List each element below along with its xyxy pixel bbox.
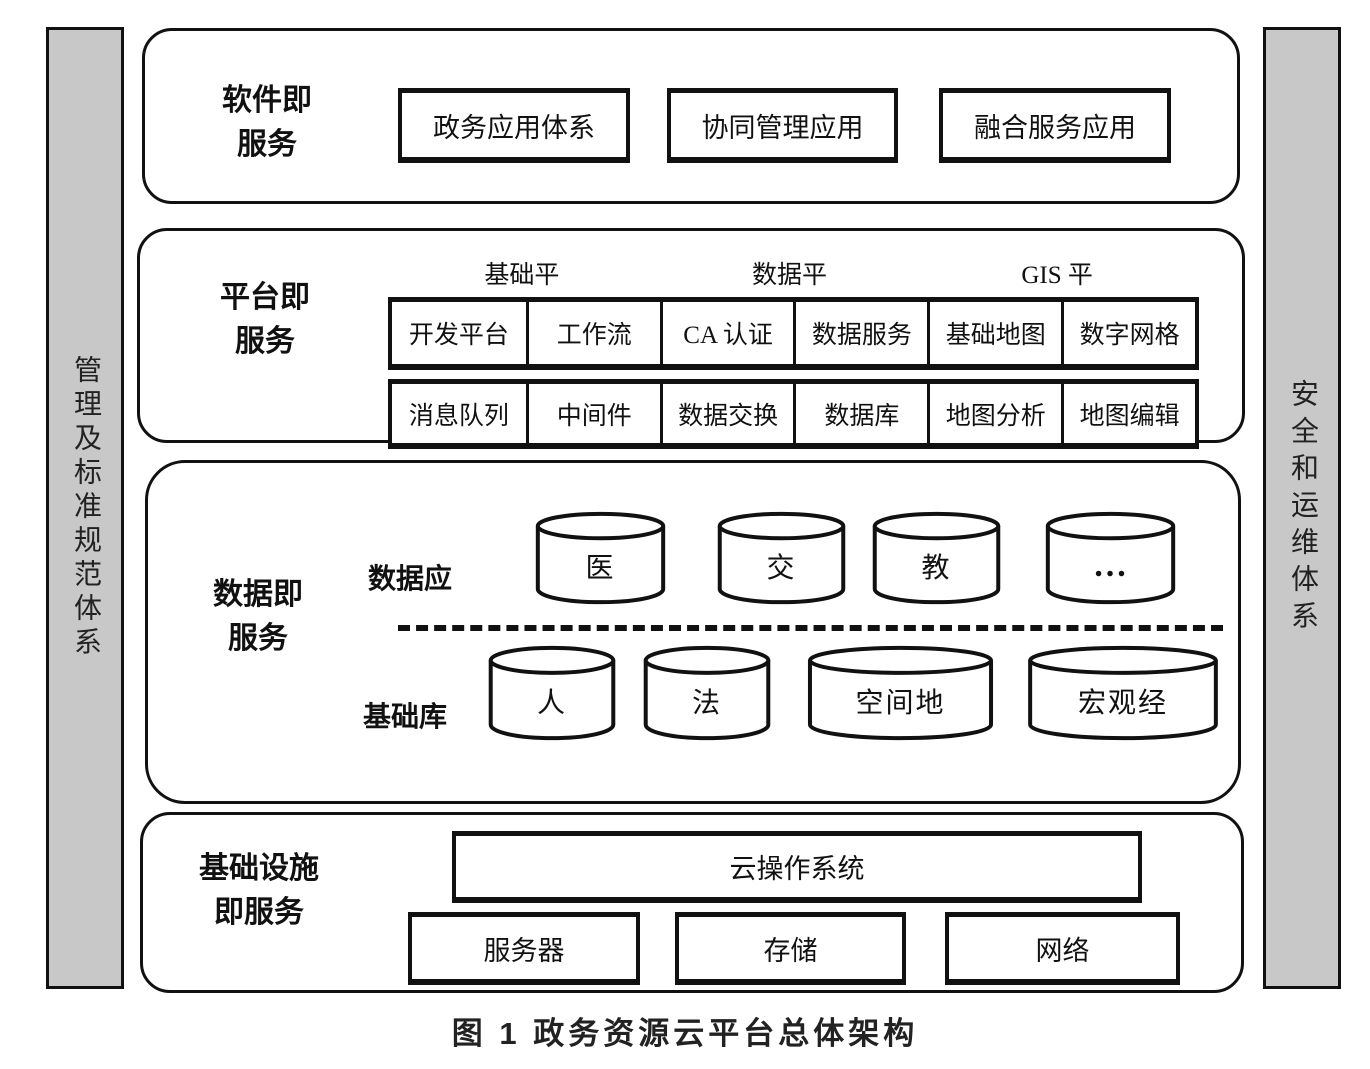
paas-cell-data-service: 数据服务 (793, 302, 927, 364)
database-cylinder-label: 医 (585, 553, 616, 584)
paas-grid-row1: 开发平台 工作流 CA 认证 数据服务 基础地图 数字网格 (388, 297, 1199, 370)
paas-cell-dev-platform: 开发平台 (408, 322, 509, 349)
database-cylinder-icon (803, 645, 998, 741)
paas-cell-digital-grid: 数字网格 (1061, 302, 1195, 364)
database-cylinder-population: 人 (486, 645, 618, 741)
paas-cell-map-analysis: 地图分析 (927, 384, 1061, 443)
iaas-box-server: 服务器 (408, 912, 640, 985)
paas-cell-database: 数据库 (793, 384, 927, 443)
daas-application-db-label: 数据应 (368, 564, 453, 595)
iaas-title: 基础设施 即服务 (199, 852, 319, 929)
database-cylinder-label: 宏观经 (1077, 688, 1168, 719)
paas-cell-message-queue: 消息队列 (408, 402, 509, 430)
management-standards-bar: 管理及标准规范体系 (46, 27, 124, 989)
database-cylinder-icon (533, 511, 668, 605)
database-cylinder-label: 人 (536, 688, 567, 719)
dashed-divider (398, 625, 1223, 631)
database-cylinder-transport: 交 (715, 511, 848, 605)
daas-section: 数据即 服务 数据应 医 交 教 (145, 460, 1241, 804)
paas-header-basic-platform: 基础平 (484, 262, 560, 289)
database-cylinder-label: 教 (921, 553, 952, 584)
database-cylinder-icon (715, 511, 848, 605)
paas-section: 平台即 服务 基础平 数据平 GIS 平 开发平台 工作流 CA 认证 数据服务… (137, 228, 1245, 449)
paas-title: 平台即 服务 (220, 281, 310, 358)
iaas-box-cloud-os: 云操作系统 (452, 831, 1142, 903)
paas-header-gis-platform: GIS 平 (1021, 262, 1093, 289)
saas-section: 软件即 服务 政务应用体系 协同管理应用 融合服务应用 (142, 28, 1240, 204)
daas-base-db-label: 基础库 (363, 702, 448, 733)
database-cylinder-macro-economy: 宏观经 (1023, 645, 1223, 741)
database-cylinder-icon (1023, 645, 1223, 741)
figure-caption: 图 1 政务资源云平台总体架构 (451, 1016, 919, 1051)
saas-box-converged-apps: 融合服务应用 (939, 88, 1171, 163)
paas-cell-ca-auth: CA 认证 (659, 302, 794, 364)
paas-cell-map-editing: 地图编辑 (1061, 384, 1195, 443)
database-cylinder-education: 教 (870, 511, 1003, 605)
security-operations-label: 安全和运维体系 (1287, 378, 1318, 638)
saas-title: 软件即 服务 (222, 84, 312, 161)
paas-cell-base-map: 基础地图 (927, 302, 1061, 364)
iaas-box-network: 网络 (945, 912, 1180, 985)
database-cylinder-more: … (1043, 511, 1178, 605)
saas-box-government-apps: 政务应用体系 (398, 88, 630, 163)
management-standards-label: 管理及标准规范体系 (70, 355, 101, 661)
paas-cell-data-exchange: 数据交换 (659, 384, 794, 443)
database-cylinder-label: 空间地 (855, 688, 946, 719)
database-cylinder-spatial-geo: 空间地 (803, 645, 998, 741)
database-cylinder-legal: 法 (641, 645, 773, 741)
database-cylinder-icon (486, 645, 618, 741)
paas-header-row: 基础平 数据平 GIS 平 (388, 255, 1191, 289)
paas-header-data-platform: 数据平 (751, 262, 827, 289)
paas-cell-workflow: 工作流 (525, 302, 660, 364)
security-operations-bar: 安全和运维体系 (1263, 27, 1341, 989)
iaas-box-storage: 存储 (675, 912, 906, 985)
paas-cell-middleware: 中间件 (525, 384, 660, 443)
iaas-section: 基础设施 即服务 云操作系统 服务器 存储 网络 (140, 812, 1244, 993)
database-cylinder-label: 法 (691, 688, 722, 719)
database-cylinder-medical: 医 (533, 511, 668, 605)
database-cylinder-icon (1043, 511, 1178, 605)
paas-grid-row2: 消息队列 中间件 数据交换 数据库 地图分析 地图编辑 (388, 379, 1199, 449)
database-cylinder-icon (641, 645, 773, 741)
database-cylinder-label: … (1093, 547, 1128, 584)
saas-box-collaborative-apps: 协同管理应用 (667, 88, 898, 163)
database-cylinder-icon (870, 511, 1003, 605)
database-cylinder-label: 交 (766, 553, 797, 584)
daas-title: 数据即 服务 (213, 578, 303, 655)
